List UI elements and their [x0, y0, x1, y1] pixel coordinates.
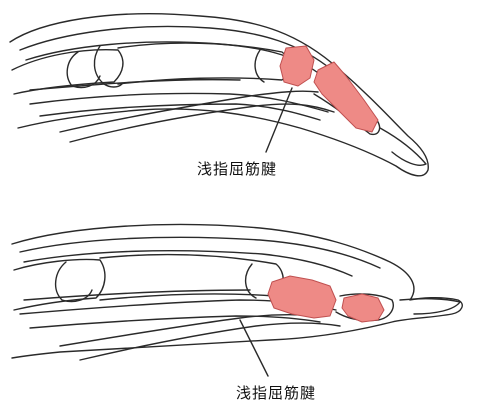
top-middle-phalanx-base: [94, 46, 122, 87]
top-tendon-label: 浅指屈筋腱: [197, 158, 277, 179]
bottom-highlight-proximal: [268, 276, 336, 318]
top-middle-phalanx: [118, 43, 290, 84]
top-finger-outline: [10, 14, 428, 176]
bottom-dorsal-line-1: [20, 237, 380, 268]
bottom-tendon-line-3: [60, 315, 320, 346]
bottom-middle-phalanx-head: [246, 264, 256, 298]
top-middle-phalanx-head: [255, 50, 264, 82]
bottom-finger-outline: [12, 225, 462, 358]
bottom-tendon-line-2: [30, 316, 320, 328]
top-highlight-proximal: [280, 46, 314, 86]
bottom-tendon-label: 浅指屈筋腱: [236, 382, 316, 403]
top-tendon-line-5: [30, 80, 240, 90]
bottom-proximal-bone: [14, 259, 105, 310]
bottom-label-leader: [240, 320, 268, 376]
bottom-tendon-line-4: [80, 323, 340, 360]
bottom-panel-illustration: [12, 225, 462, 360]
top-panel-illustration: [10, 14, 428, 176]
bottom-fingertip: [400, 299, 460, 314]
top-tendon-highlight: [280, 46, 378, 132]
